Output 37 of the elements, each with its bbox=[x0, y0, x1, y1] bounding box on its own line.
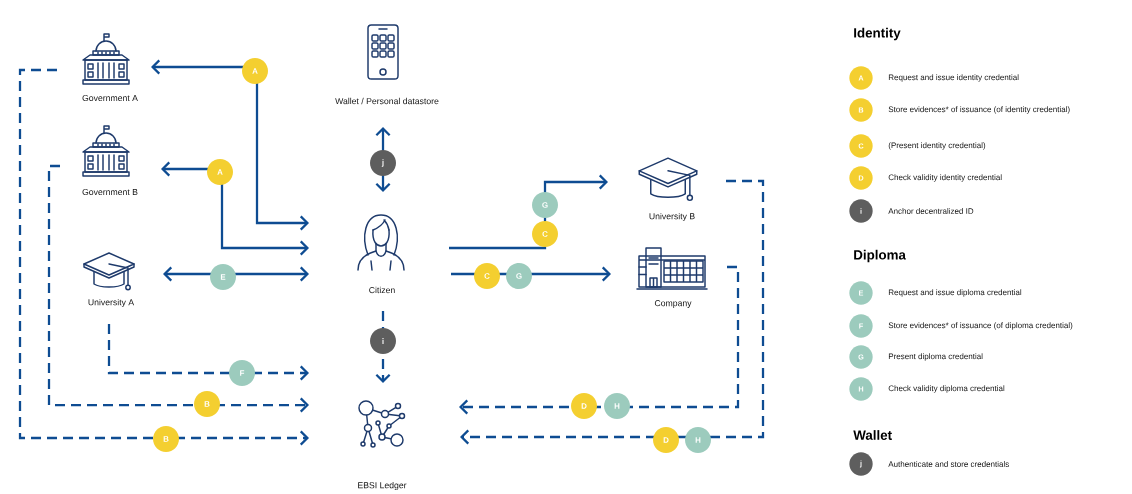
node-label: Company bbox=[654, 300, 692, 308]
edge-label: C bbox=[532, 221, 558, 247]
legend-heading: Wallet bbox=[853, 430, 892, 440]
legend-text: Check validity diploma credential bbox=[888, 385, 1005, 393]
node-label: Citizen bbox=[369, 286, 395, 294]
letter-badge: G bbox=[506, 263, 532, 289]
edge-label: F bbox=[229, 360, 255, 386]
edge-label: A bbox=[207, 159, 233, 185]
node-label: EBSI Ledger bbox=[358, 481, 407, 491]
letter-badge: G bbox=[532, 192, 558, 218]
edge-label: j bbox=[370, 150, 396, 176]
node-label: Government B bbox=[82, 188, 138, 196]
edge-label: i bbox=[370, 328, 396, 354]
legend-heading: Identity bbox=[854, 27, 901, 41]
edge-label: A bbox=[242, 58, 268, 84]
legend-text: Request and issue identity credential bbox=[888, 74, 1019, 82]
edge-label: B bbox=[153, 426, 179, 452]
legend-text: (Present identity credential) bbox=[888, 142, 986, 150]
edge-label: E bbox=[210, 264, 236, 290]
edge-label: C bbox=[474, 263, 500, 289]
edge-label: B bbox=[194, 391, 220, 417]
legend-text: Store evidences* of issuance (of diploma credential) bbox=[888, 322, 1073, 330]
node-label: Government A bbox=[82, 94, 138, 102]
node-label: University A bbox=[88, 298, 135, 308]
legend-text: Present diploma credential bbox=[888, 353, 983, 361]
letter-badge: H bbox=[685, 427, 711, 453]
node-label: Wallet / Personal datastore bbox=[335, 97, 439, 105]
legend-text: Authenticate and store credentials bbox=[888, 461, 1009, 467]
edge-label: D bbox=[653, 427, 679, 453]
legend-text: Request and issue diploma credential bbox=[888, 289, 1022, 297]
letter-badge: H bbox=[604, 393, 630, 419]
legend-text: Store evidences* of issuance (of identity credential) bbox=[888, 106, 1070, 114]
legend-text: Check validity identity credential bbox=[888, 174, 1002, 182]
node-label: University B bbox=[649, 212, 695, 222]
legend-text: Anchor decentralized ID bbox=[888, 208, 974, 214]
edge-label: D bbox=[571, 393, 597, 419]
legend-heading: Diploma bbox=[854, 249, 906, 263]
